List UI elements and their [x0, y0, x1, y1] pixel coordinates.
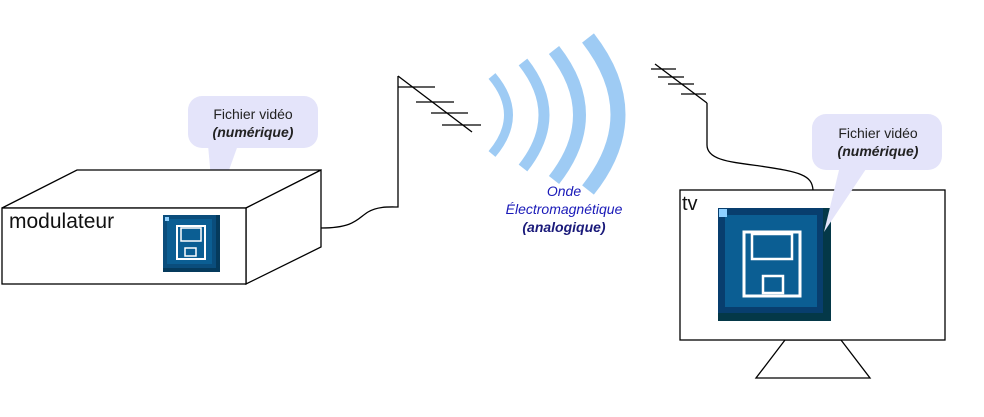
- bubble-left-line1: Fichier vidéo: [213, 106, 293, 122]
- wave-icon: [488, 33, 626, 195]
- tv-stand: [754, 339, 872, 379]
- bubble-right-line2: (numérique): [837, 143, 919, 159]
- floppy-disk-icon: [163, 215, 220, 272]
- bubble-left-text: Fichier vidéo (numérique): [193, 105, 313, 141]
- tv-label: tv: [682, 193, 698, 215]
- bubble-left-line2: (numérique): [212, 124, 294, 140]
- speech-bubble-right: [812, 114, 942, 232]
- modulator-label: modulateur: [9, 210, 115, 233]
- bubble-right-text: Fichier vidéo (numérique): [818, 124, 938, 160]
- floppy-disk-icon: [718, 208, 831, 321]
- bubble-right-line1: Fichier vidéo: [838, 125, 918, 141]
- wave-label-line3: (analogique): [522, 219, 606, 235]
- cable-left: [320, 76, 399, 229]
- wave-label: Onde Électromagnétique (analogique): [494, 182, 634, 236]
- antenna-left-icon: [397, 75, 481, 133]
- cable-right: [706, 103, 814, 191]
- wave-label-line2: Électromagnétique: [505, 201, 623, 217]
- antenna-right-icon: [651, 63, 708, 104]
- wave-label-line1: Onde: [546, 183, 582, 199]
